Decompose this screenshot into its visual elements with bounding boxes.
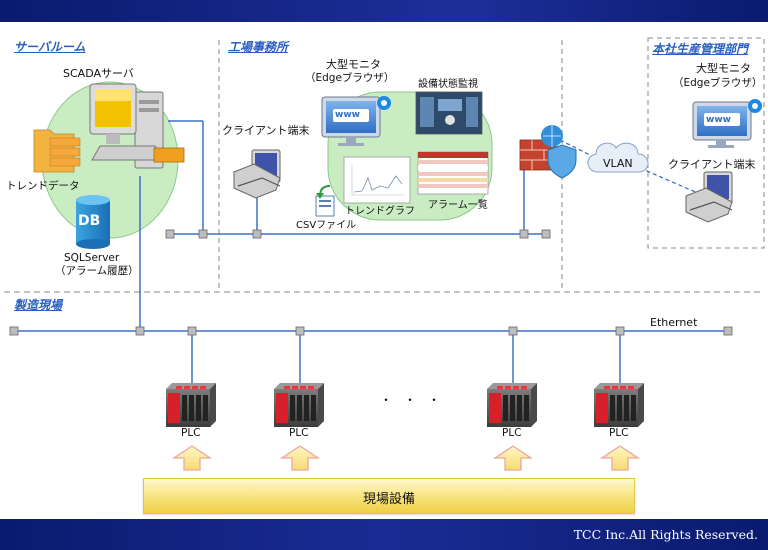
- sql-server-label: SQLServer: [64, 252, 120, 264]
- up-arrow-icon-2: [279, 445, 321, 471]
- field-equipment-label: 現場設備: [362, 492, 415, 507]
- more-plcs-ellipsis: ・ ・ ・: [380, 393, 441, 407]
- trend-data-label: トレンドデータ: [6, 180, 80, 192]
- office-www-text: www: [335, 110, 360, 120]
- hq-edge-browser-label: （Edgeブラウザ）: [673, 77, 763, 89]
- office-edge-browser-label: （Edgeブラウザ）: [305, 72, 395, 84]
- vlan-cloud-icon: [587, 142, 649, 173]
- vlan-label: VLAN: [603, 157, 633, 170]
- database-icon: [76, 195, 110, 249]
- plc-rack-icon-4: [594, 383, 644, 427]
- db-badge-label: DB: [78, 213, 101, 229]
- trend-graph-thumbnail: [343, 156, 411, 204]
- trend-graph-label: トレンドグラフ: [345, 206, 415, 217]
- zone-title-factory-office: 工場事務所: [228, 40, 289, 54]
- equipment-monitoring-label: 設備状態監視: [418, 79, 478, 90]
- hq-monitor-title: 大型モニタ: [696, 62, 751, 75]
- equipment-monitoring-thumbnail: [415, 91, 483, 135]
- firewall-icon: [519, 125, 577, 179]
- hq-www-text: www: [706, 115, 731, 125]
- zone-title-manufacturing-site: 製造現場: [14, 298, 63, 312]
- hq-zone-box: [647, 37, 765, 249]
- zone-title-hq-production: 本社生産管理部門: [652, 42, 749, 56]
- hq-client-terminal-label: クライアント端末: [668, 158, 756, 171]
- plc-label-3: PLC: [502, 427, 522, 439]
- scada-server-label: SCADAサーバ: [63, 67, 134, 80]
- office-client-terminal-icon: [233, 149, 281, 199]
- office-monitor-icon: [321, 96, 391, 146]
- alarm-list-label: アラーム一覧: [428, 200, 488, 211]
- up-arrow-icon-3: [492, 445, 534, 471]
- trend-data-folder-icon: [33, 129, 81, 173]
- hq-client-terminal-icon: [685, 171, 733, 223]
- scada-server-icon: [89, 83, 185, 169]
- plc-label-4: PLC: [609, 427, 629, 439]
- field-equipment-banner: 現場設備: [143, 478, 635, 514]
- alarm-list-thumbnail: [417, 151, 489, 195]
- zone-title-server-room: サーバルーム: [14, 40, 86, 54]
- plc-label-2: PLC: [289, 427, 309, 439]
- alarm-history-label: （アラーム履歴）: [55, 265, 139, 277]
- up-arrow-icon-1: [171, 445, 213, 471]
- up-arrow-icon-4: [599, 445, 641, 471]
- plc-label-1: PLC: [181, 427, 201, 439]
- plc-rack-icon-3: [487, 383, 537, 427]
- hq-monitor-icon: [692, 99, 762, 148]
- office-monitor-title: 大型モニタ: [326, 58, 381, 71]
- office-client-terminal-label: クライアント端末: [222, 124, 310, 137]
- footer-bar: TCC Inc.All Rights Reserved.: [0, 519, 768, 550]
- csv-file-icon: [315, 185, 335, 217]
- plc-rack-icon-1: [166, 383, 216, 427]
- ethernet-label: Ethernet: [650, 316, 698, 329]
- csv-file-label: CSVファイル: [296, 220, 357, 231]
- plc-rack-icon-2: [274, 383, 324, 427]
- header-bar: [0, 0, 768, 22]
- copyright-text: TCC Inc.All Rights Reserved.: [573, 527, 758, 542]
